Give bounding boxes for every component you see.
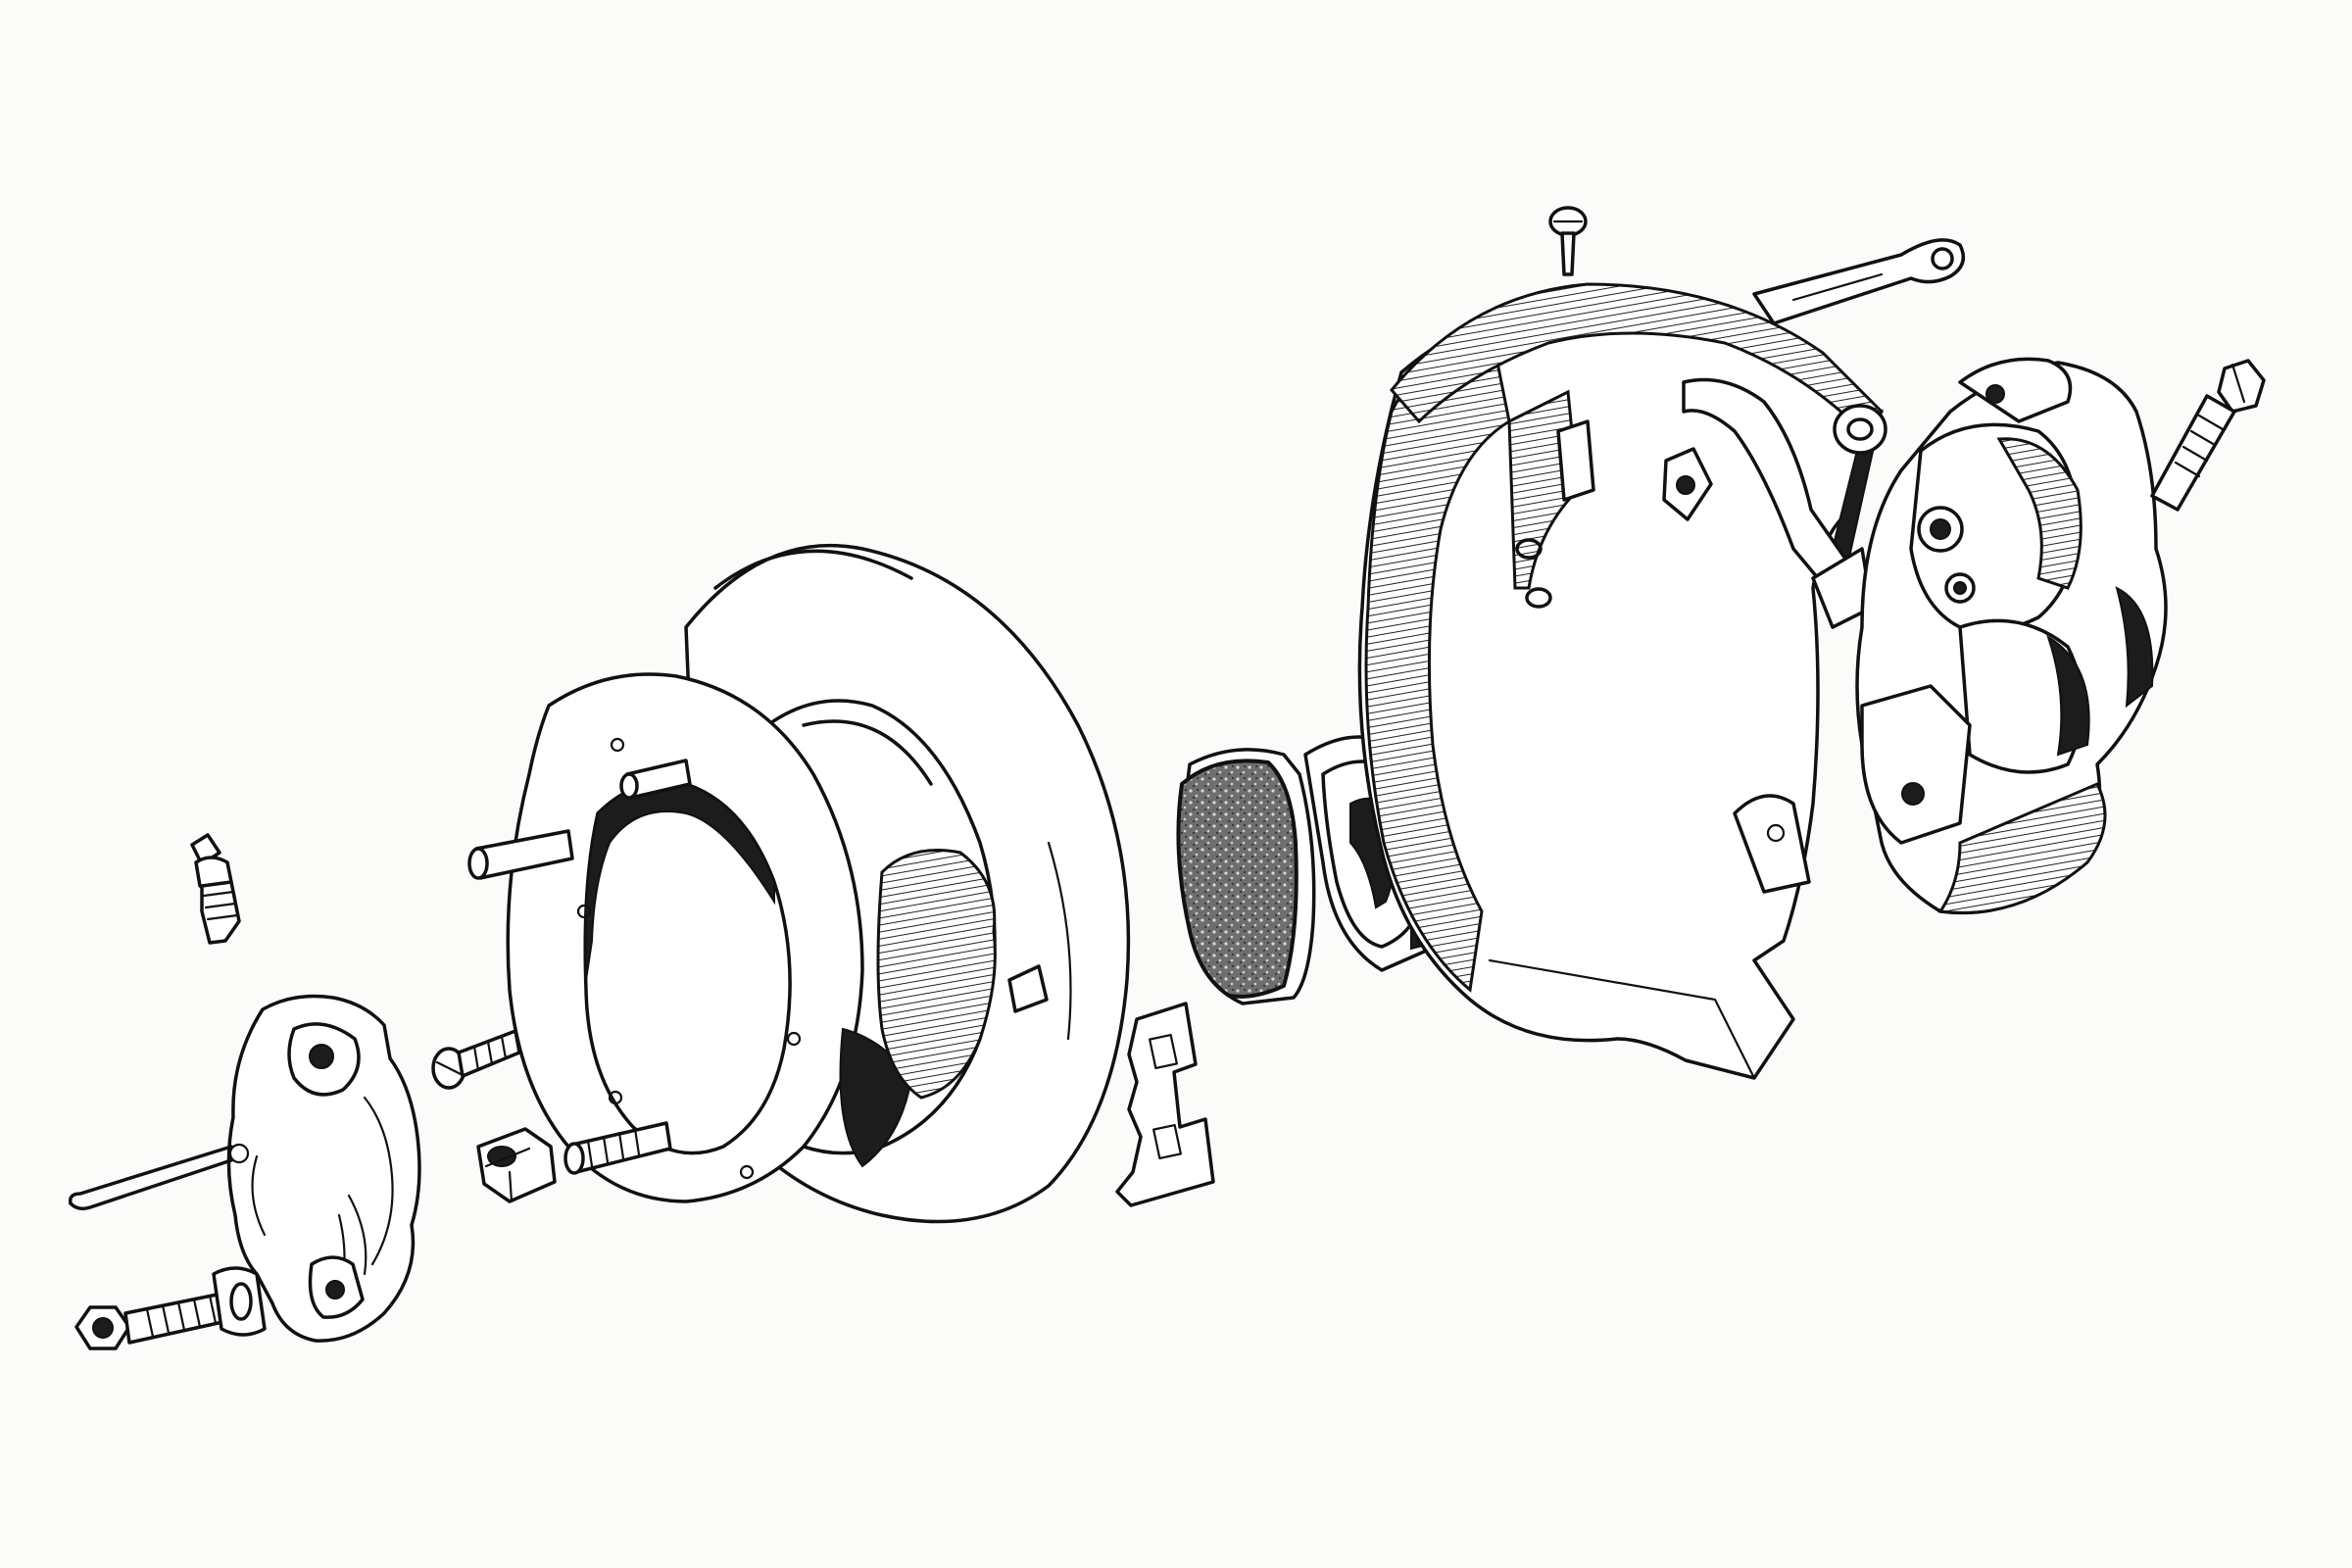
spring-washer bbox=[1833, 404, 1887, 455]
shield-screw bbox=[1548, 206, 1588, 276]
hub-retaining-screw bbox=[431, 1029, 521, 1090]
caliper-bolt bbox=[2150, 359, 2266, 512]
wheel-nut bbox=[476, 1127, 557, 1203]
brake-pad bbox=[1176, 748, 1316, 1005]
shield-bracket-strip bbox=[1662, 377, 1874, 629]
pad-retaining-spring bbox=[1115, 1002, 1215, 1207]
lock-washer bbox=[212, 1266, 267, 1337]
caliper-half-left bbox=[226, 994, 421, 1343]
hub-flange-with-studs bbox=[467, 672, 1049, 1203]
split-pin bbox=[68, 1143, 250, 1211]
caliper-half-right bbox=[1855, 357, 2168, 915]
lock-plate-tab bbox=[1752, 238, 1966, 325]
bleed-screw bbox=[190, 833, 241, 945]
disc-splash-shield bbox=[1357, 282, 1885, 1080]
